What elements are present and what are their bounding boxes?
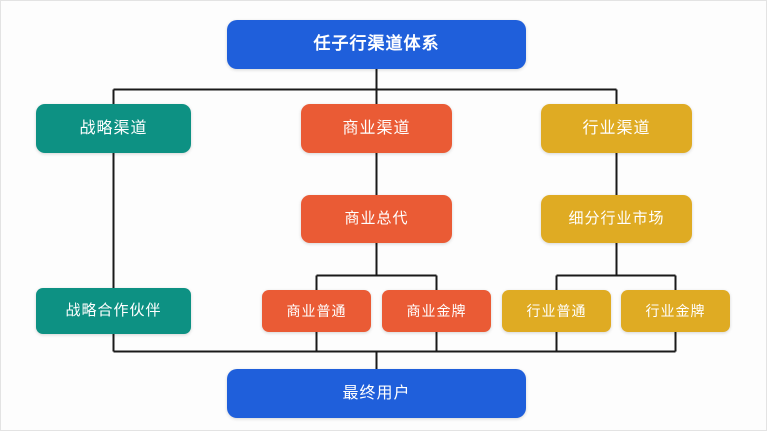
node-root[interactable]: 任子行渠道体系 — [227, 20, 526, 69]
node-commercial-channel-label: 商业渠道 — [342, 119, 411, 137]
node-commercial-agent-label: 商业总代 — [344, 210, 409, 227]
node-end-user[interactable]: 最终用户 — [227, 369, 526, 418]
node-commercial-channel[interactable]: 商业渠道 — [301, 104, 452, 153]
node-strategic-partner[interactable]: 战略合作伙伴 — [36, 288, 191, 334]
node-end-user-label: 最终用户 — [342, 384, 411, 402]
node-commercial-gold[interactable]: 商业金牌 — [382, 290, 491, 332]
node-commercial-normal[interactable]: 商业普通 — [262, 290, 371, 332]
node-industry-gold[interactable]: 行业金牌 — [621, 290, 730, 332]
node-root-label: 任子行渠道体系 — [313, 34, 440, 54]
node-strategic-partner-label: 战略合作伙伴 — [65, 302, 162, 319]
node-industry-segment[interactable]: 细分行业市场 — [541, 195, 692, 243]
node-industry-gold-label: 行业金牌 — [645, 302, 706, 319]
node-industry-normal-label: 行业普通 — [526, 302, 587, 319]
node-commercial-gold-label: 商业金牌 — [406, 302, 467, 319]
node-industry-channel-label: 行业渠道 — [582, 119, 651, 137]
node-commercial-normal-label: 商业普通 — [286, 302, 347, 319]
node-commercial-agent[interactable]: 商业总代 — [301, 195, 452, 243]
node-industry-normal[interactable]: 行业普通 — [502, 290, 611, 332]
node-strategic-channel-label: 战略渠道 — [79, 119, 148, 137]
node-strategic-channel[interactable]: 战略渠道 — [36, 104, 191, 153]
node-industry-channel[interactable]: 行业渠道 — [541, 104, 692, 153]
node-industry-segment-label: 细分行业市场 — [568, 210, 665, 227]
